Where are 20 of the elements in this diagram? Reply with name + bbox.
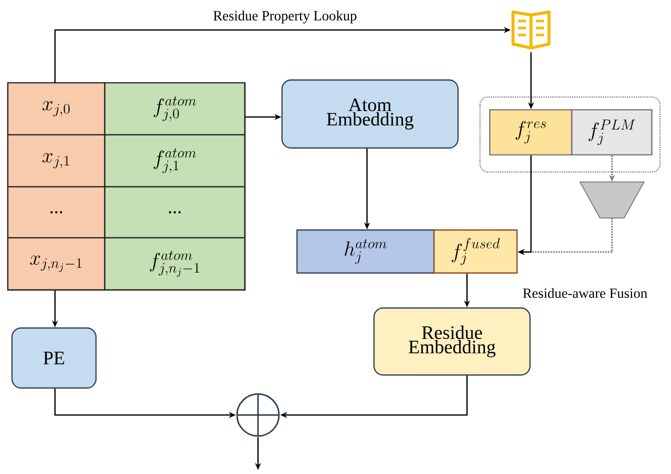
table-cell: ...: [7, 186, 106, 238]
edge-label: Residue Property Lookup: [212, 10, 358, 24]
caption-label: Residue-aware Fusion: [523, 288, 648, 298]
process-box: Residue Embedding: [373, 307, 531, 376]
table-cell: $x_{j,1}$: [7, 134, 106, 188]
process-box: PE: [11, 327, 97, 389]
table-cell: $x_{j,n_j-1}$: [7, 237, 106, 290]
dotted-group-box: [479, 96, 661, 173]
table-cell: ...: [104, 186, 246, 238]
table-cell: $x_{j,0}$: [7, 82, 106, 136]
sum-symbol: [236, 393, 280, 437]
table-cell: $f_{j,0}^{atom}$: [104, 82, 246, 136]
table-cell: $f_{j,1}^{atom}$: [104, 134, 246, 188]
feature-box: $h_j^{atom}$: [296, 229, 435, 274]
process-box: Atom Embedding: [281, 79, 459, 149]
feature-box: $f_j^{fused}$: [433, 229, 518, 274]
feature-box: $f_j^{PLM}$: [571, 109, 652, 156]
book-icon: [512, 10, 550, 50]
feature-box: $f_j^{res}$: [489, 109, 572, 156]
table-cell: $f_{j,n_j-1}^{atom}$: [104, 237, 246, 290]
